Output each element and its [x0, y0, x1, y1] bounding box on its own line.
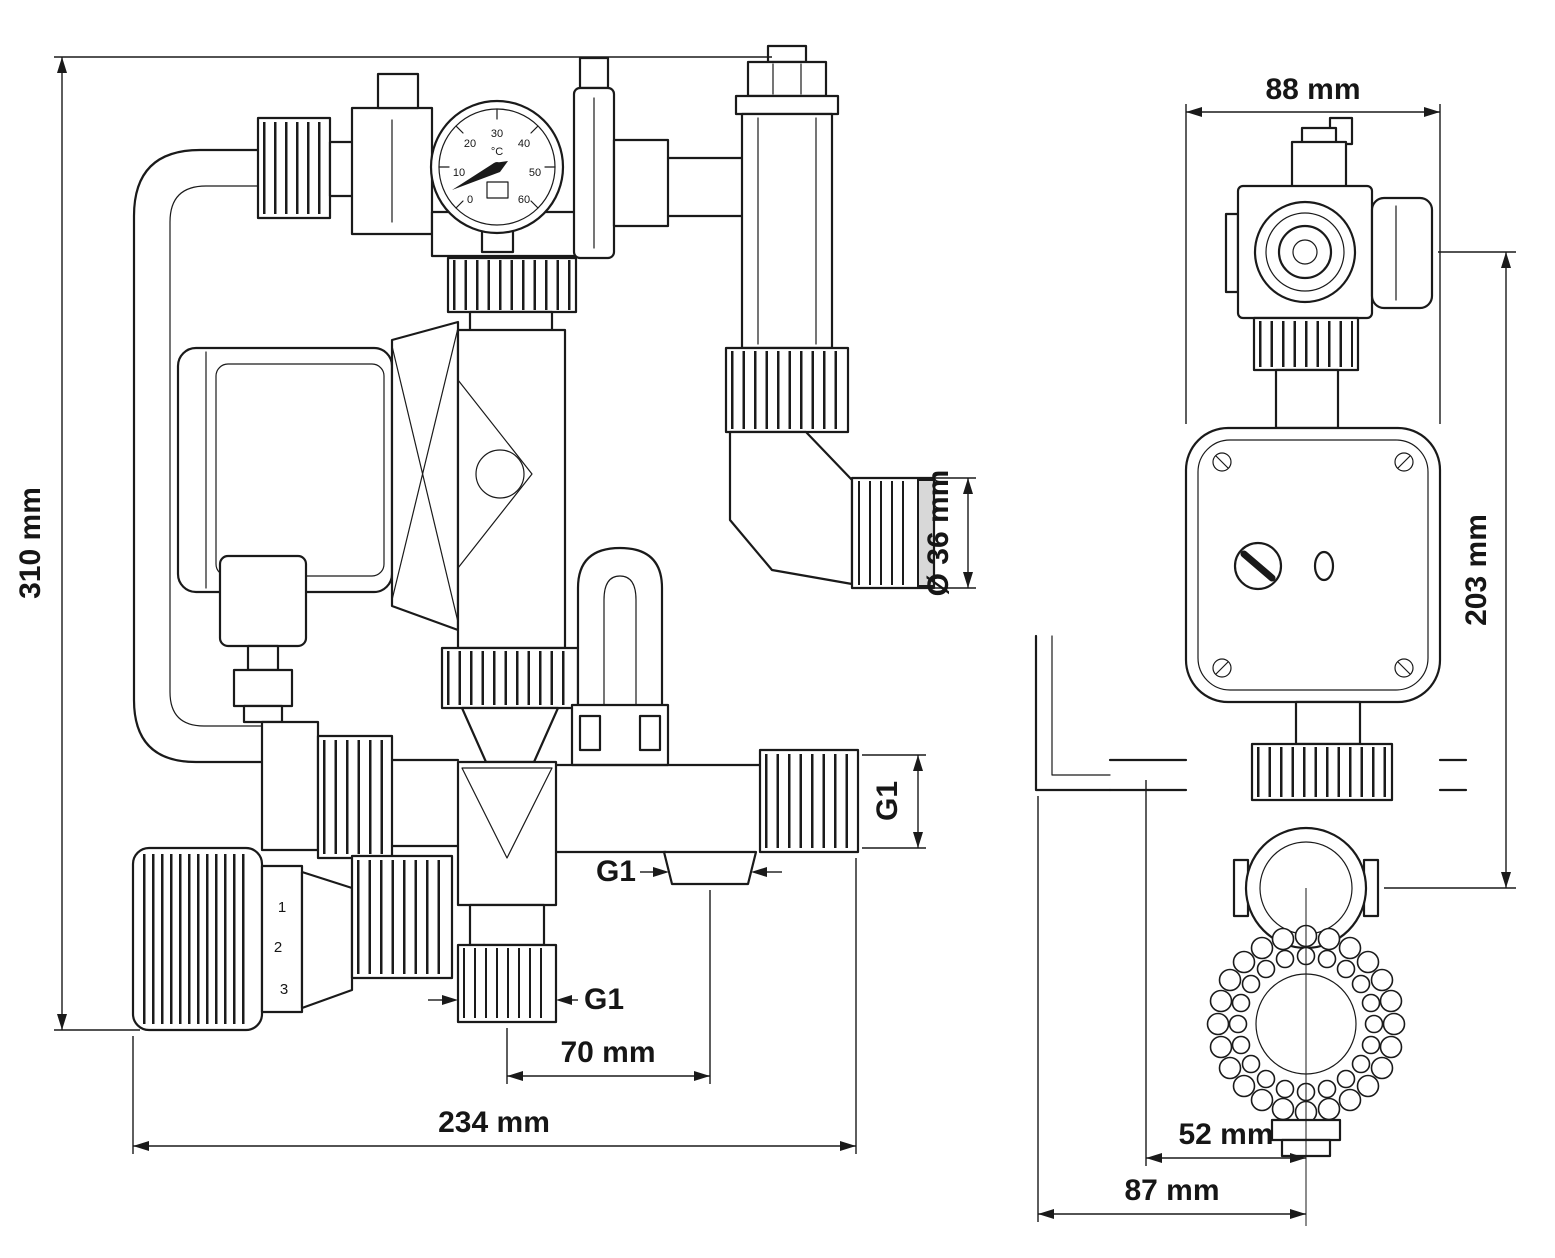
dim-port-spacing: 70 mm: [506, 890, 711, 1084]
side-view: [1034, 116, 1468, 1226]
inlet-fitting: [260, 720, 460, 860]
check-valve: [572, 56, 744, 260]
air-vent-pipe: [724, 44, 850, 434]
dim-total-width-label: 234 mm: [438, 1106, 550, 1139]
dim-pump-width: 88 mm: [1185, 73, 1441, 424]
mixing-valve-body: [456, 760, 558, 1024]
head-scale-3: 3: [280, 981, 288, 998]
front-view: 0 10 20 30 40 50 60 °C: [131, 44, 936, 1032]
gauge-needle-hub: [492, 162, 502, 172]
gauge-unit-label: °C: [491, 146, 503, 158]
pump-motor: [1184, 426, 1442, 704]
dim-port-right: G1: [862, 754, 926, 849]
gauge-tick-20: 20: [464, 138, 476, 150]
outlet-connector: [728, 430, 936, 590]
dim-side-height-label: 203 mm: [1460, 514, 1493, 626]
gauge-tick-30: 30: [491, 128, 503, 140]
dim-port-bottom: G1: [428, 983, 624, 1016]
gauge-tick-10: 10: [453, 167, 465, 179]
dim-port-right-label: G1: [871, 781, 904, 821]
dim-outlet-diameter-label: Ø 36 mm: [922, 470, 955, 597]
pump-outlet-union: [1250, 700, 1394, 802]
knurled-knob: [1206, 924, 1406, 1124]
bypass-pipe: [132, 148, 266, 764]
dim-port-middle-label: G1: [596, 855, 636, 888]
dim-total-height-label: 310 mm: [14, 487, 47, 599]
dim-offset-inner: 52 mm: [1145, 780, 1306, 1166]
thermostatic-head: 1 2 3: [131, 846, 454, 1032]
manifold-pipe: [554, 748, 860, 886]
dim-port-spacing-label: 70 mm: [560, 1036, 655, 1069]
dim-port-middle: G1: [596, 855, 782, 888]
dim-port-bottom-label: G1: [584, 983, 624, 1016]
dim-total-height: 310 mm: [14, 56, 772, 1031]
top-valve: [1224, 116, 1434, 430]
bypass-valve: [570, 546, 670, 767]
dim-side-height: 203 mm: [1384, 251, 1516, 889]
gauge-tick-0: 0: [467, 194, 473, 206]
gauge-logo-box: [486, 181, 509, 199]
dimensions: 310 mm 88 mm Ø 36 mm 203 mm: [14, 56, 1516, 1222]
gauge-tick-60: 60: [518, 194, 530, 206]
thermometer-gauge: 0 10 20 30 40 50 60 °C: [429, 99, 565, 254]
head-scale-2: 2: [274, 939, 282, 956]
drain-valve: [218, 554, 308, 724]
mounting-bracket: [1034, 634, 1468, 792]
shutoff-valve: [328, 72, 434, 236]
dim-outlet-diameter: Ø 36 mm: [900, 470, 976, 597]
circulation-pump: [176, 320, 567, 650]
gauge-tick-40: 40: [518, 138, 530, 150]
dim-offset-inner-label: 52 mm: [1178, 1118, 1273, 1151]
gauge-tick-50: 50: [529, 167, 541, 179]
dim-offset-outer-label: 87 mm: [1124, 1174, 1219, 1207]
union-nut-pump-outlet: [440, 646, 580, 764]
union-nut-inlet: [256, 116, 332, 220]
dim-pump-width-label: 88 mm: [1265, 73, 1360, 106]
dim-offset-outer: 87 mm: [1037, 796, 1306, 1222]
dim-total-width: 234 mm: [132, 858, 857, 1154]
head-scale-1: 1: [278, 899, 286, 916]
